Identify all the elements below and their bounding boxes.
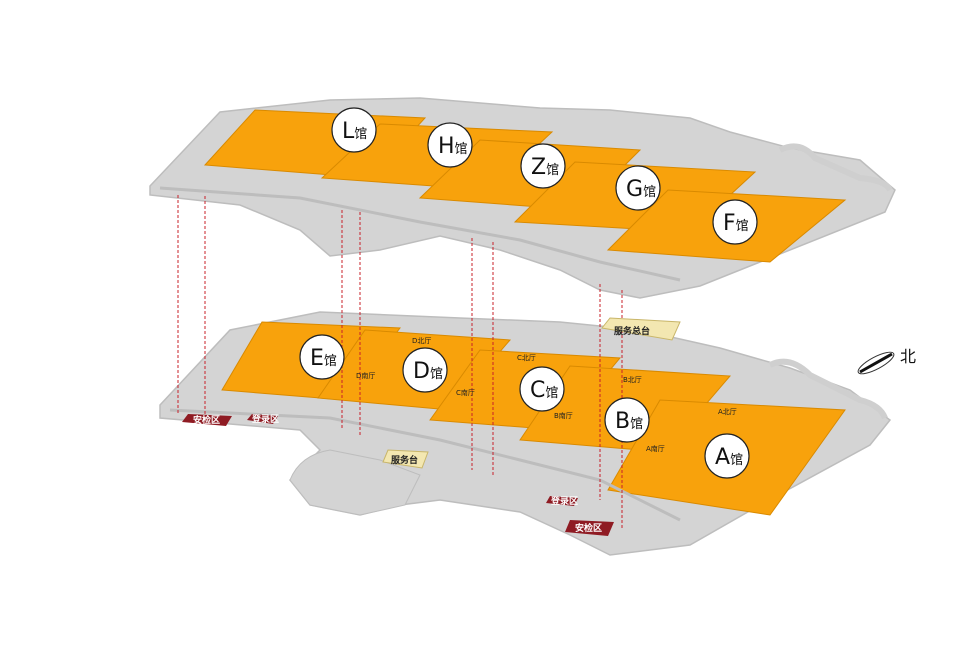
hall-label: C馆 — [530, 378, 558, 403]
security-left-label: 安检区 — [193, 414, 220, 426]
hall-label: A馆 — [715, 445, 743, 470]
lower-hall-B-marker[interactable]: B馆 — [604, 397, 650, 443]
hall-circle — [427, 122, 473, 168]
service-desk-label: 服务总台 — [614, 325, 650, 337]
hall-letter: H — [438, 134, 455, 159]
hall-label: F馆 — [723, 211, 749, 236]
vertical-connectors — [177, 195, 623, 530]
hall-letter: D — [413, 359, 430, 384]
lobby-label: C北厅 — [517, 354, 536, 362]
hall-letter: Z — [531, 155, 546, 180]
upper-hall-G-marker[interactable]: G馆 — [615, 165, 661, 211]
hall-circle — [331, 107, 377, 153]
compass: 北 — [857, 347, 916, 375]
hall-label: B馆 — [615, 409, 643, 434]
info-desk-badge — [382, 449, 429, 469]
lobby-sign-small-left[interactable]: 登录区 — [247, 413, 279, 425]
hall-letter: G — [626, 177, 643, 202]
hall-letter: F — [723, 211, 736, 236]
hall-circle — [402, 347, 448, 393]
hall-suffix: 馆 — [736, 219, 749, 234]
hall-suffix: 馆 — [730, 453, 743, 468]
lobby-label: A北厅 — [718, 408, 737, 416]
upper-floor — [149, 97, 896, 299]
lower-hall-C-marker[interactable]: C馆 — [519, 366, 565, 412]
security-right-badge — [565, 520, 614, 536]
hall-label: E馆 — [310, 346, 337, 371]
hall-circle — [704, 433, 750, 479]
security-sign-right[interactable]: 安检区 — [565, 520, 614, 536]
hall-letter: E — [310, 346, 324, 371]
lower-corridor — [169, 408, 681, 522]
lower-hall-E-marker[interactable]: E馆 — [299, 334, 345, 380]
lobby-label: A南厅 — [646, 444, 665, 453]
upper-hall-L-marker[interactable]: L馆 — [331, 107, 377, 153]
hall-label: D馆 — [413, 359, 443, 384]
hall-suffix: 馆 — [324, 354, 337, 369]
hall-circle — [615, 165, 661, 211]
hall-circle — [604, 397, 650, 443]
entrance-plaza — [289, 449, 421, 516]
lower-hall-A-marker[interactable]: A馆 — [704, 433, 750, 479]
service-desk-badge — [601, 317, 681, 341]
hall-letter: A — [715, 445, 730, 470]
security-sign-left[interactable]: 安检区 — [182, 414, 232, 426]
hall-suffix: 馆 — [545, 386, 558, 401]
hall-circle — [712, 199, 758, 245]
upper-hall-H-marker[interactable]: H馆 — [427, 122, 473, 168]
hall-label: L馆 — [342, 119, 367, 144]
hall-letter: L — [342, 119, 355, 144]
north-label: 北 — [900, 347, 916, 366]
hall-label: H馆 — [438, 134, 468, 159]
upper-corridor — [159, 186, 681, 282]
security-left-badge — [182, 414, 232, 426]
upper-ramp — [778, 143, 893, 192]
info-desk-label: 服务台 — [391, 454, 418, 466]
lobby-small-right-badge — [546, 496, 578, 506]
upper-hall-Z-marker[interactable]: Z馆 — [520, 143, 566, 189]
hall-letter: C — [530, 378, 545, 403]
hall-label: Z馆 — [531, 155, 559, 180]
lower-floor — [159, 311, 892, 556]
lobby-small-right-label: 登录区 — [550, 495, 578, 507]
lower-hall-D-marker[interactable]: D馆 — [402, 347, 448, 393]
hall-label: G馆 — [626, 177, 656, 202]
lobby-label: B南厅 — [554, 411, 573, 420]
security-right-label: 安检区 — [575, 522, 602, 534]
lobby-small-left-label: 登录区 — [251, 413, 279, 425]
hall-suffix: 馆 — [546, 163, 559, 178]
hall-suffix: 馆 — [430, 367, 443, 382]
lobby-label: D北厅 — [412, 337, 431, 345]
hall-suffix: 馆 — [455, 142, 468, 157]
lobby-label: D南厅 — [356, 371, 375, 380]
info-desk-sign[interactable]: 服务台 — [382, 449, 429, 469]
hall-suffix: 馆 — [643, 185, 656, 200]
upper-hall-F-marker[interactable]: F馆 — [712, 199, 758, 245]
lobby-label: C南厅 — [456, 388, 475, 397]
hall-suffix: 馆 — [354, 127, 367, 142]
lobby-labels: D北厅 D南厅 C北厅 C南厅 B北厅 B南厅 A北厅 A南厅 — [356, 337, 737, 453]
north-arrow-icon — [857, 351, 895, 375]
hall-circle — [299, 334, 345, 380]
service-desk-sign[interactable]: 服务总台 — [601, 317, 681, 341]
lobby-sign-small-right[interactable]: 登录区 — [546, 495, 578, 507]
hall-circle — [520, 143, 566, 189]
lobby-small-left-badge — [247, 414, 278, 424]
hall-letter: B — [615, 409, 630, 434]
lobby-label: B北厅 — [623, 376, 642, 384]
hall-circle — [519, 366, 565, 412]
hall-suffix: 馆 — [630, 417, 643, 432]
lower-ramp — [768, 358, 888, 420]
